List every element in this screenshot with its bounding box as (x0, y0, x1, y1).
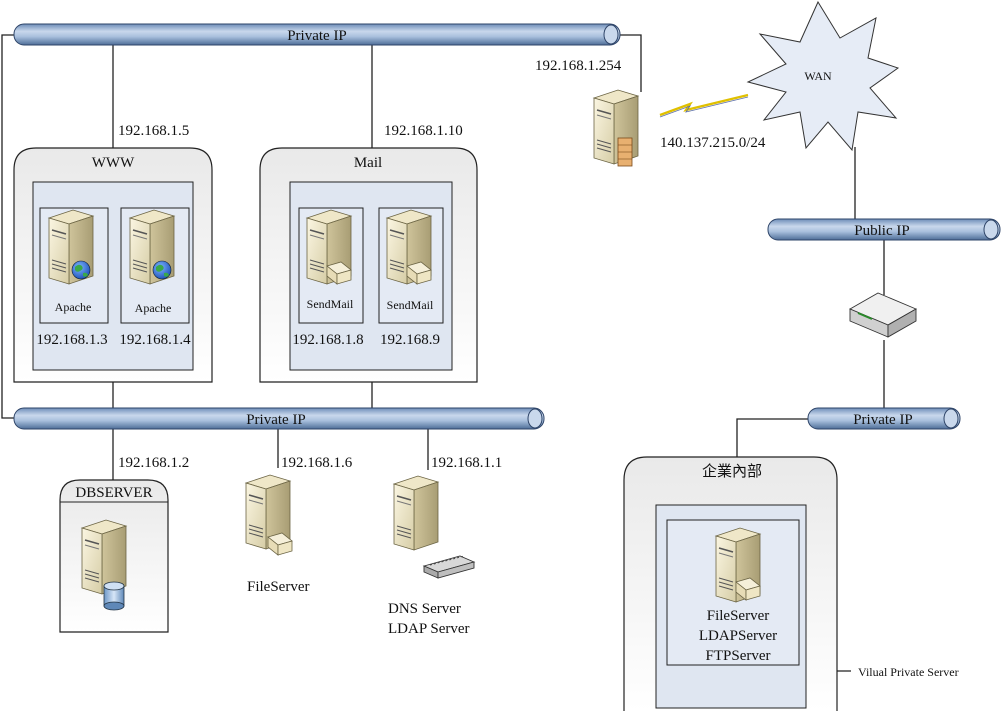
sendmail-server-1-icon (306, 209, 352, 285)
router-inner-ip: 192.168.1.254 (535, 58, 622, 74)
vps-service-1: FileServer (707, 608, 769, 624)
ldap-label: LDAP Server (388, 621, 470, 637)
gateway-server-icon (593, 89, 639, 167)
wan-cloud: WAN (746, 0, 900, 152)
www-uplink-ip: 192.168.1.5 (118, 123, 189, 139)
wan-link-icon (659, 93, 749, 118)
fileserver-label: FileServer (247, 579, 309, 595)
sendmail-2-label: SendMail (387, 298, 434, 312)
vps-label: Vilual Private Server (858, 665, 959, 679)
dbserver-ip: 192.168.1.2 (118, 455, 189, 471)
mail-title: Mail (354, 155, 382, 171)
vps-server-icon (715, 527, 761, 603)
database-server-icon (81, 519, 127, 611)
top-private-bus: Private IP (13, 23, 621, 46)
apache-1-label: Apache (55, 300, 92, 314)
enterprise-group: 企業內部 FileServer LDAPServer FTPServer (623, 456, 838, 711)
apache-2-label: Apache (135, 301, 172, 315)
dns-ip: 192.168.1.1 (431, 455, 502, 471)
right-bus-label: Private IP (853, 412, 913, 428)
sendmail-2-ip: 192.168.9 (380, 332, 440, 348)
apache-1-ip: 192.168.1.3 (36, 332, 107, 348)
vps-service-2: LDAPServer (699, 628, 777, 644)
wan-label: WAN (804, 69, 832, 83)
router-outer-ip: 140.137.215.0/24 (660, 135, 766, 151)
www-title: WWW (92, 155, 135, 171)
sendmail-server-2-icon (386, 209, 432, 285)
mail-group: Mail SendMail SendMail 192.168.1.8 192.1… (259, 147, 478, 383)
middle-bus-label: Private IP (246, 412, 306, 428)
middle-private-bus: Private IP (13, 407, 545, 430)
sendmail-1-label: SendMail (307, 297, 354, 311)
www-group: WWW Apache Apache 192.168.1.3 192.168.1.… (13, 147, 213, 383)
switch-icon (848, 292, 918, 338)
dns-server-icon (393, 475, 476, 579)
sendmail-1-ip: 192.168.1.8 (292, 332, 363, 348)
apache-server-2-icon (129, 209, 175, 285)
fileserver-icon (245, 474, 293, 556)
public-bus: Public IP (767, 218, 1001, 241)
dbserver-group: DBSERVER (59, 479, 169, 633)
right-private-bus: Private IP (807, 407, 961, 430)
top-bus-label: Private IP (287, 28, 347, 44)
apache-2-ip: 192.168.1.4 (119, 332, 191, 348)
enterprise-title: 企業內部 (702, 462, 762, 480)
public-bus-label: Public IP (854, 223, 909, 239)
dns-label: DNS Server (388, 601, 461, 617)
mail-uplink-ip: 192.168.1.10 (384, 123, 463, 139)
fileserver-ip: 192.168.1.6 (281, 455, 353, 471)
apache-server-1-icon (48, 209, 94, 285)
dbserver-title: DBSERVER (75, 485, 152, 501)
vps-service-3: FTPServer (706, 648, 771, 664)
